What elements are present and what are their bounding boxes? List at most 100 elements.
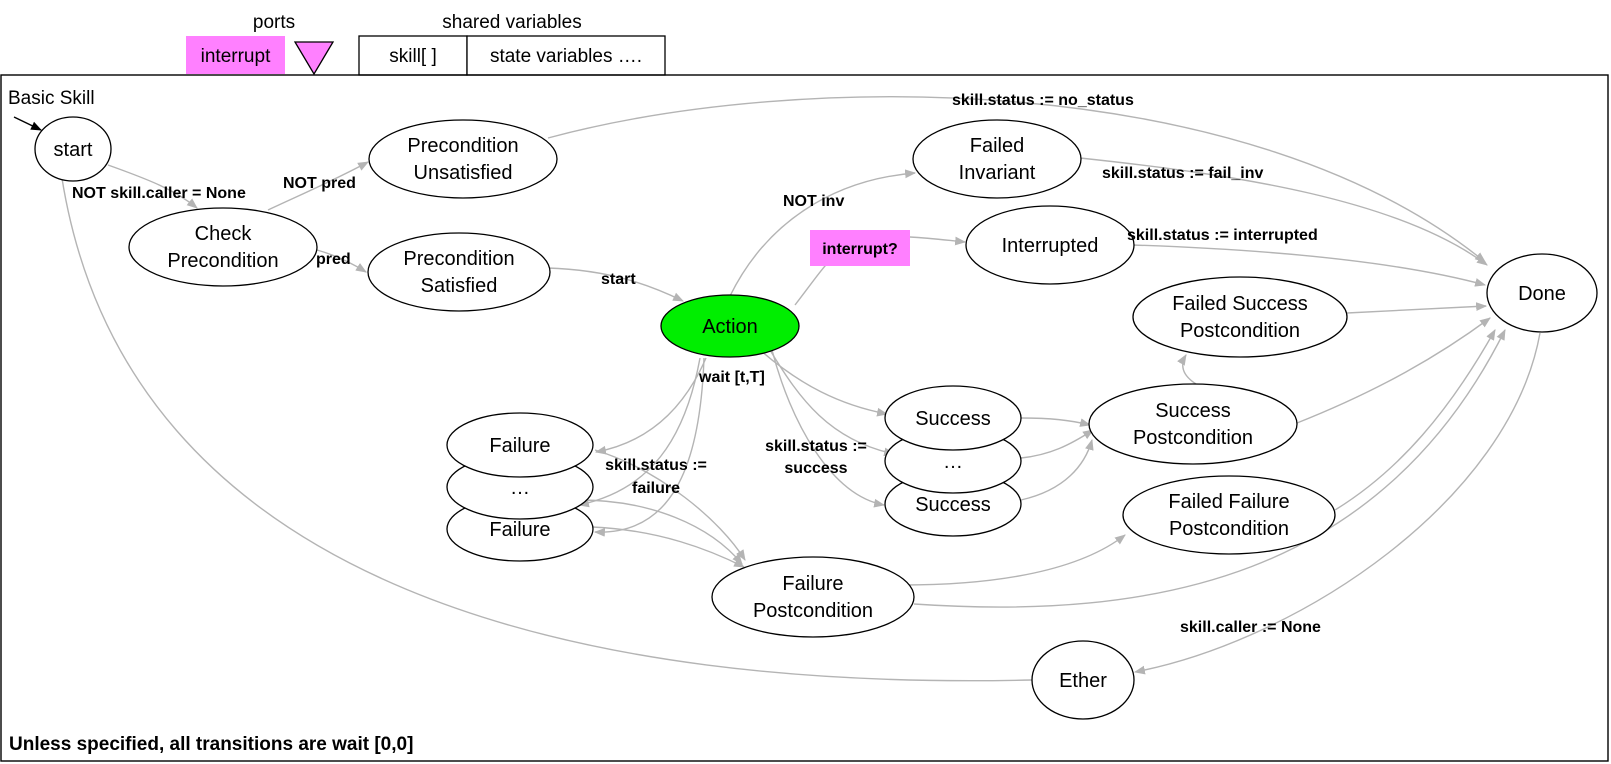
label-not-inv: NOT inv [783,193,844,210]
node-ffp-label-2: Postcondition [1169,518,1289,540]
shared-var-skill: skill[ ] [389,46,437,67]
label-status-failure-1: skill.status := [605,457,707,474]
edge-failure1-fp [594,449,746,561]
node-done-label: Done [1518,283,1566,305]
node-action-label: Action [702,316,758,338]
interrupt-check-label: interrupt? [822,241,898,258]
edge-sp-fsp [1177,354,1197,385]
label-status-interrupted: skill.status := interrupted [1127,227,1318,244]
label-status-success-2: success [784,460,847,477]
edges [13,96,1541,682]
label-status-fail-inv: skill.status := fail_inv [1102,165,1264,182]
node-ether: Ether [1031,640,1135,720]
label-status-failure-2: failure [632,480,680,497]
label-not-pred: NOT pred [283,175,356,192]
diagram-frame [0,74,1609,762]
label-status-no-status: skill.status := no_status [952,92,1134,109]
label-status-success-1: skill.status := [765,438,867,455]
node-failedinv-label-2: Invariant [959,162,1036,184]
interrupt-port-label: interrupt [201,46,271,67]
node-failure-2-label: Failure [489,519,550,541]
edge-ether-start [57,163,1033,682]
node-success-1: Success [884,385,1022,451]
node-check-label-2: Precondition [167,250,278,272]
node-failure-postcondition: Failure Postcondition [711,556,915,638]
interrupt-check-box [810,230,910,266]
edge-failure2-fp [591,526,745,568]
node-failed-success-postcondition: Failed Success Postcondition [1132,276,1348,358]
footer-note: Unless specified, all transitions are wa… [9,734,413,755]
node-ffp-label-1: Failed Failure [1168,491,1289,513]
edge-dots-sp [1020,429,1094,459]
node-sat-label-1: Precondition [403,248,514,270]
node-done: Done [1486,253,1598,333]
label-pred: pred [316,251,351,268]
edge-action-success1 [759,349,889,417]
shared-variables-label: shared variables [442,12,581,33]
node-sp-label-2: Postcondition [1133,427,1253,449]
edge-interrupt-interrupted [909,236,967,246]
edge-initial-start [13,116,42,131]
ports-label: ports [253,12,295,33]
label-not-caller-none: NOT skill.caller = None [72,185,246,202]
edge-sat-action [547,267,684,302]
edge-labels: NOT skill.caller = None NOT pred pred st… [72,92,1321,636]
node-success-postcondition: Success Postcondition [1088,383,1298,465]
node-failedinv-label-1: Failed [970,135,1024,157]
node-failed-failure-postcondition: Failed Failure Postcondition [1122,475,1336,555]
node-check-label-1: Check [195,223,253,245]
node-start: start [34,116,112,182]
port-triangle-icon [293,41,335,76]
label-start: start [601,271,636,288]
node-fsp-label-2: Postcondition [1180,320,1300,342]
shared-var-state: state variables …. [490,46,642,67]
edge-success1-sp [1020,417,1092,427]
edge-fp-ffp [902,534,1126,586]
edge-done-ether [1133,332,1541,675]
node-ether-label: Ether [1059,670,1107,692]
interrupt-port-box [186,36,285,74]
node-fp-label-2: Postcondition [753,600,873,622]
edge-check-unsat [267,161,369,211]
node-check-precondition: Check Precondition [128,207,318,287]
edge-action-failure2 [593,357,705,537]
node-sat-label-2: Satisfied [421,275,498,297]
edge-check-sat [316,249,367,273]
label-caller-none: skill.caller := None [1180,619,1321,636]
edge-dots-fp [578,499,743,565]
edge-ffp-done [1334,329,1496,511]
node-fp-label-1: Failure [782,573,843,595]
edge-action-failure1 [594,357,707,455]
shared-var-state-box [466,35,666,76]
label-wait-tT: wait [t,T] [698,369,765,386]
node-failure-1: Failure [446,412,594,478]
diagram-title: Basic Skill [8,88,95,109]
edge-fsp-done [1346,302,1488,314]
node-fsp-label-1: Failed Success [1172,293,1308,315]
node-start-label: start [54,139,93,161]
edge-action-success-dots [769,349,896,457]
edge-sp-done [1296,317,1491,424]
shared-var-skill-box [358,35,468,76]
node-failure-1-label: Failure [489,435,550,457]
node-unsat-label-2: Unsatisfied [414,162,513,184]
node-failure-dots-label: … [510,477,530,499]
node-unsat-label-1: Precondition [407,135,518,157]
edge-action-failedinv [729,169,917,297]
edge-interrupted-done [1132,244,1487,287]
node-success-dots-label: … [943,451,963,473]
edge-action-failure-dots [577,357,701,508]
node-interrupted-label: Interrupted [1002,235,1099,257]
node-success-1-label: Success [915,408,991,430]
edge-start-check [107,164,198,209]
node-interrupted: Interrupted [965,205,1135,285]
node-action: Action [660,294,800,358]
edge-failedinv-done [1079,157,1488,266]
node-precondition-unsatisfied: Precondition Unsatisfied [368,119,558,199]
edge-action-success2 [771,349,886,508]
node-sp-label-1: Success [1155,400,1231,422]
edge-success2-sp [1020,438,1094,501]
node-success-2-label: Success [915,494,991,516]
node-failed-invariant: Failed Invariant [912,119,1082,199]
